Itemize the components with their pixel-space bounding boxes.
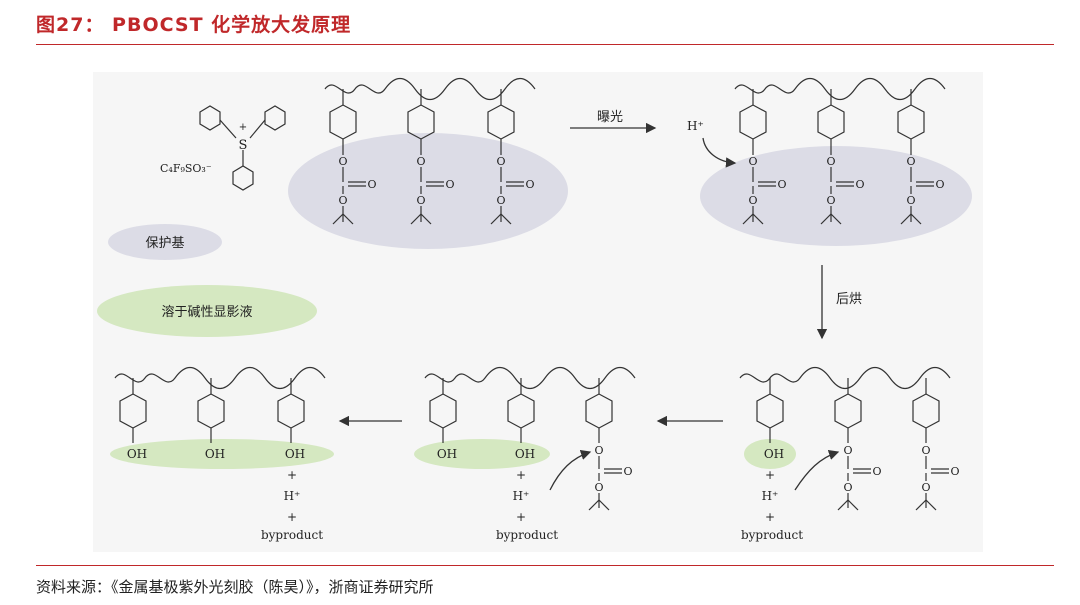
pag-counter-ion: C₄F₉SO₃⁻ [160,162,212,175]
oxygen-label: O [496,155,505,168]
oxygen-label: O [950,465,959,478]
hydroxyl-label: OH [127,447,147,461]
oxygen-label: O [416,194,425,207]
bottom-divider [36,565,1054,566]
byproduct-stacks: + H⁺ + byproduct + H⁺ + byproduct + H⁺ +… [261,468,803,542]
plus-sign: + [516,510,526,524]
oxygen-labels: O O O O O O O O O O O O O O O O O O O O … [338,155,959,494]
proton-attack-arrow [702,137,737,168]
pag-sulfur: S [239,138,248,153]
oxygen-label: O [921,481,930,494]
oxygen-label: O [338,194,347,207]
legend-protect-label: 保护基 [145,236,184,251]
protect-region-left [288,133,568,249]
proton-attack-arrow [549,449,592,491]
oxygen-label: O [906,194,915,207]
photoacid-generator [199,105,286,191]
protect-region-right [700,146,972,246]
hydroxyl-label: OH [515,447,535,461]
oxygen-label: O [906,155,915,168]
soluble-region-bottom-middle [414,439,550,469]
oxygen-label: O [445,178,454,191]
hydroxyl-label: OH [764,447,784,461]
hydrogen-ion-label: H⁺ [687,119,704,133]
oxygen-label: O [525,178,534,191]
proton-attack-arrow [794,449,840,491]
rings-top-right [739,89,925,155]
byproduct-label: byproduct [261,528,323,542]
rings-bottom [119,378,940,443]
hydroxyl-label: OH [285,447,305,461]
figure-title: 图27： PBOCST 化学放大发原理 [36,14,352,36]
oxygen-label: O [594,481,603,494]
tboc-groups [332,167,949,511]
oxygen-label: O [367,178,376,191]
soluble-region-bottom-right [744,439,796,469]
oxygen-label: O [496,194,505,207]
byproduct-label: byproduct [496,528,558,542]
source-note: 资料来源：《金属基极紫外光刻胶（陈昊）》，浙商证券研究所 [36,578,434,596]
oxygen-label: O [826,155,835,168]
oxygen-label: O [843,481,852,494]
legend-soluble-label: 溶于碱性显影液 [161,305,252,320]
hydrogen-ion-label: H⁺ [762,489,779,503]
rings-top-left [329,89,515,155]
plus-sign: + [765,468,775,482]
plus-sign: + [765,510,775,524]
oxygen-label: O [872,465,881,478]
oxygen-label: O [748,194,757,207]
oxygen-label: O [338,155,347,168]
oxygen-label: O [921,444,930,457]
oxygen-label: O [748,155,757,168]
process-arrows [338,122,840,491]
legend-soluble-ellipse [97,285,317,337]
oxygen-label: O [416,155,425,168]
soluble-region-bottom-left [110,439,334,469]
oxygen-label: O [623,465,632,478]
plus-sign: + [287,468,297,482]
oxygen-label: O [826,194,835,207]
hydroxyl-label: OH [205,447,225,461]
hydrogen-ion-label: H⁺ [513,489,530,503]
plus-sign: + [516,468,526,482]
legend-protect-ellipse [108,224,222,260]
hydroxyl-labels: OH OH OH OH OH OH [127,447,784,461]
step-bake-label: 后烘 [836,292,862,307]
hydrogen-ion-label: H⁺ [284,489,301,503]
oxygen-label: O [855,178,864,191]
pag-charge: + [239,122,247,133]
oxygen-label: O [777,178,786,191]
oxygen-label: O [935,178,944,191]
hydroxyl-label: OH [437,447,457,461]
plus-sign: + [287,510,297,524]
oxygen-label: O [594,444,603,457]
byproduct-label: byproduct [741,528,803,542]
step-exposure-label: 曝光 [597,110,623,125]
oxygen-label: O [843,444,852,457]
top-divider [36,44,1054,45]
